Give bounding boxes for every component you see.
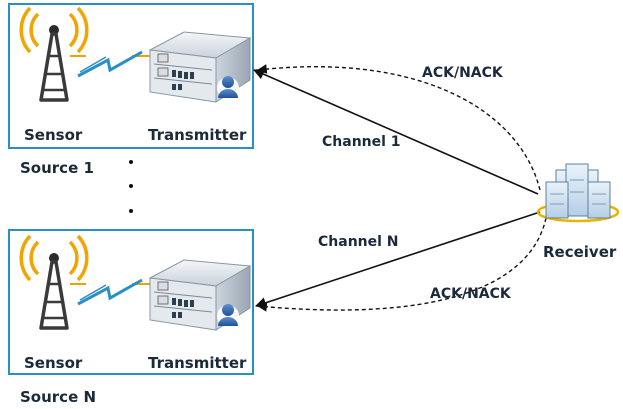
channel-1-arrow — [252, 68, 539, 195]
sensor-label: Sensor — [24, 126, 83, 144]
ack-nack-bottom-arrow — [257, 217, 547, 312]
ack-nack-bottom-label: ACK/NACK — [430, 286, 511, 302]
transmitter-label: Transmitter — [148, 354, 247, 372]
receiver-label: Receiver — [543, 243, 617, 261]
vertical-ellipsis — [129, 160, 133, 213]
ack-nack-top-arrow — [257, 64, 541, 191]
transmitter-label: Transmitter — [148, 126, 247, 144]
channel-1-label: Channel 1 — [322, 134, 401, 150]
sensor-label: Sensor — [24, 354, 83, 372]
source-n-label: Source N — [20, 388, 97, 406]
server-rack-icon — [536, 163, 620, 223]
server-with-user-icon — [149, 31, 251, 103]
antenna-tower-icon — [19, 234, 89, 330]
channel-n-arrow — [254, 211, 541, 309]
source-n-box — [8, 229, 254, 375]
antenna-tower-icon — [19, 6, 89, 102]
source-1-label: Source 1 — [20, 159, 94, 177]
channel-n-label: Channel N — [318, 234, 399, 250]
ack-nack-top-label: ACK/NACK — [422, 65, 503, 81]
server-with-user-icon — [149, 259, 251, 331]
